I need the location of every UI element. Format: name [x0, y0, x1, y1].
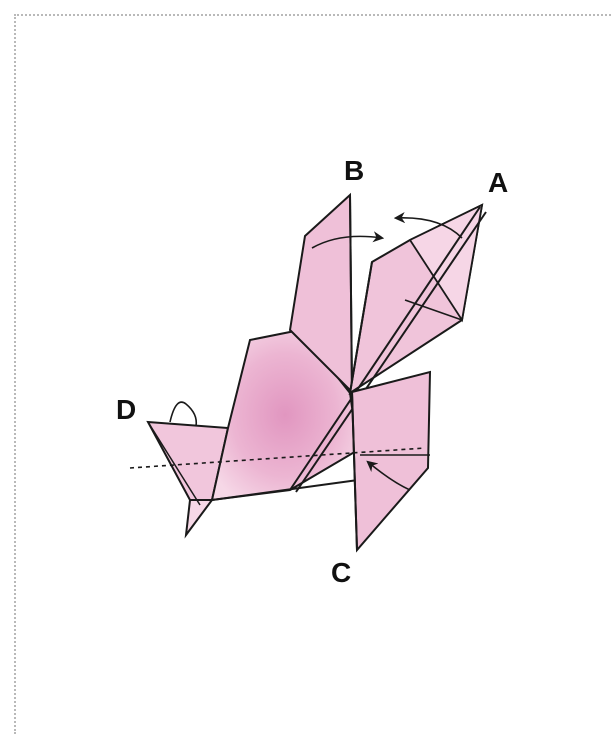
turn-over-loop-arrow: [170, 402, 196, 426]
lower-flap-c: [352, 372, 430, 550]
label-a: A: [488, 167, 508, 198]
label-d: D: [116, 394, 136, 425]
label-b: B: [344, 155, 364, 186]
label-c: C: [331, 557, 351, 588]
